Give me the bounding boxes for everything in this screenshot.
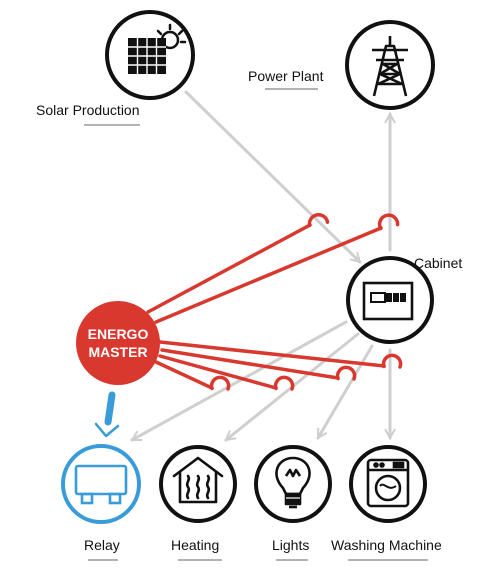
sensor-washing <box>381 353 403 369</box>
hub-line2: MASTER <box>88 344 147 360</box>
solar-panel-icon <box>128 23 187 74</box>
washing-label: Washing Machine <box>331 537 442 553</box>
flow-solar-to-cabinet <box>184 90 362 264</box>
hub-line1: ENERGO <box>88 326 149 342</box>
control-link-solar <box>146 223 312 314</box>
node-heating[interactable]: Heating <box>159 445 237 561</box>
flow-arrows <box>132 90 390 442</box>
washing-machine-icon <box>366 458 410 508</box>
hub-circle <box>76 301 160 385</box>
node-solar-production[interactable]: Solar Production <box>36 10 195 126</box>
lights-label: Lights <box>272 537 309 553</box>
control-link-powerplant <box>154 226 383 324</box>
node-lights[interactable]: Lights <box>254 445 332 561</box>
heating-label: Heating <box>171 537 219 553</box>
relay-icon <box>74 464 128 505</box>
control-links <box>146 213 403 391</box>
sensor-heating <box>273 375 295 391</box>
heating-icon <box>172 456 224 504</box>
node-washing-machine[interactable]: Washing Machine <box>331 445 442 561</box>
cabinet-icon <box>362 281 414 321</box>
powerplant-label: Power Plant <box>248 68 324 84</box>
sensor-powerplant <box>377 213 400 231</box>
sensor-relay <box>209 375 231 391</box>
power-tower-icon <box>372 36 408 97</box>
relay-command-arrow <box>94 391 120 438</box>
control-link-heating <box>158 354 278 390</box>
node-relay[interactable]: Relay <box>61 444 141 561</box>
node-energo-master[interactable]: ENERGO MASTER <box>76 301 160 385</box>
lightbulb-icon <box>275 456 311 509</box>
relay-node-circle <box>61 444 141 524</box>
relay-label: Relay <box>84 537 120 553</box>
cabinet-label: Cabinet <box>414 255 462 271</box>
node-power-plant[interactable]: Power Plant <box>248 20 435 110</box>
lights-node-circle <box>254 445 332 523</box>
sensor-solar <box>307 213 330 228</box>
washing-node-circle <box>349 445 427 523</box>
flow-cabinet-to-lights <box>316 344 374 438</box>
solar-label: Solar Production <box>36 102 140 118</box>
control-link-relay <box>154 360 214 390</box>
node-cabinet[interactable]: Cabinet <box>346 255 462 344</box>
control-link-lights <box>160 348 340 380</box>
sensor-lights <box>335 365 357 381</box>
control-link-washing <box>158 340 386 368</box>
flow-cabinet-to-relay <box>132 320 348 442</box>
